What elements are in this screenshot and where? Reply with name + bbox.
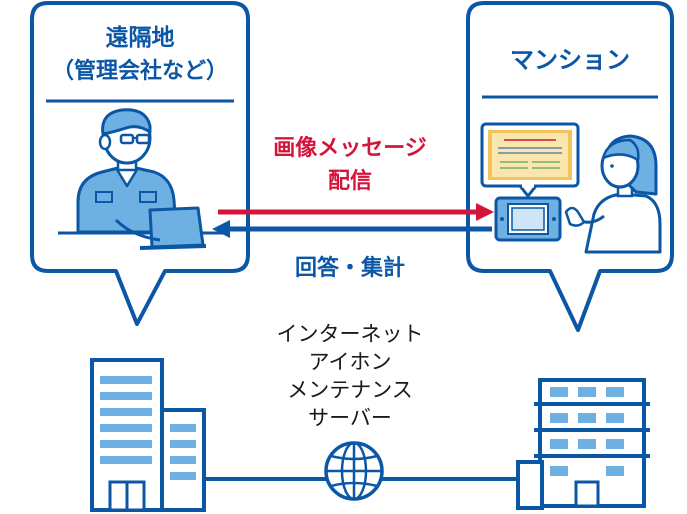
office-worker-icon — [58, 108, 228, 250]
office-building-icon — [90, 358, 206, 512]
mansion-title: マンション — [510, 46, 630, 74]
send-label-line1: 画像メッセージ — [273, 136, 427, 161]
remote-title: 遠隔地 — [105, 25, 175, 51]
image-message-preview — [480, 122, 580, 198]
reply-arrow — [212, 220, 492, 238]
server-label-line3: メンテナンス — [287, 378, 413, 402]
send-arrow — [218, 203, 494, 221]
mansion-building-icon — [516, 378, 650, 510]
globe-icon — [324, 441, 384, 501]
server-label-line1: インターネット — [276, 322, 424, 346]
resident-woman-icon — [564, 134, 662, 254]
server-label-line4: サーバー — [308, 406, 392, 430]
send-label-line2: 配信 — [327, 169, 372, 194]
reply-label: 回答・集計 — [294, 256, 405, 281]
intercom-monitor-icon — [494, 196, 562, 242]
remote-subtitle: （管理会社など） — [51, 59, 228, 84]
server-label-line2: アイホン — [308, 350, 392, 374]
